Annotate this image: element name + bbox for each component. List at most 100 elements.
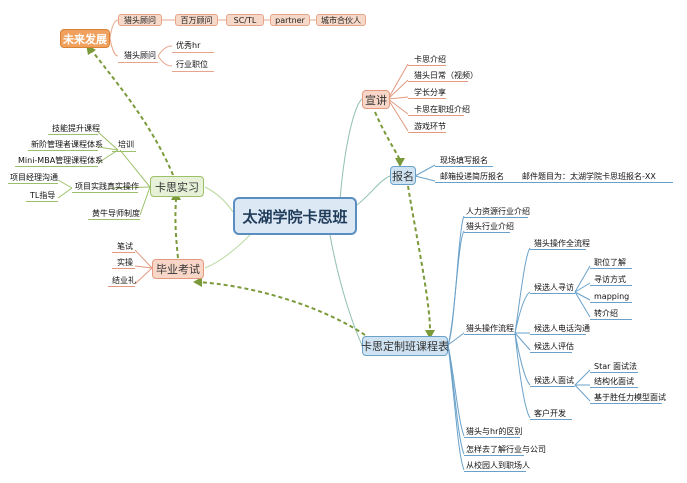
internship-practice-underline <box>72 192 138 193</box>
future-alt-label: 猎头顾问 <box>124 51 156 60</box>
link-course <box>329 234 363 346</box>
interview-item-2: 结构化面试 <box>594 377 634 386</box>
promo-item-3: 学长分享 <box>414 88 446 97</box>
arrow-course <box>425 330 435 339</box>
link-promo-children <box>387 63 409 132</box>
training-child-2-underline <box>28 150 98 151</box>
course-item-5: 怎样去了解行业与公司 <box>466 445 546 454</box>
process-item-1: 猎头操作全流程 <box>534 239 590 248</box>
search-item-1: 职位了解 <box>594 258 626 267</box>
internship-training-underline <box>112 151 136 152</box>
course-node[interactable]: 卡思定制班课程表 <box>361 336 449 356</box>
link-mentor <box>139 186 151 216</box>
future-node[interactable]: 未来发展 <box>60 29 110 48</box>
link-course-process <box>447 332 465 346</box>
interview-item-1-underline <box>590 372 638 373</box>
future-alt-hr: 优秀hr <box>176 41 201 50</box>
promo-node[interactable]: 宣讲 <box>362 90 390 109</box>
link-exam-children <box>134 249 153 285</box>
process-item-5-underline <box>530 386 575 387</box>
flow-promo-to-signup <box>374 111 401 161</box>
arrow-signup <box>395 158 405 167</box>
link-signup <box>356 175 391 206</box>
future-alt-underline <box>118 62 158 63</box>
internship-mentor-underline <box>88 219 140 220</box>
course-item-2: 猎头行业介绍 <box>466 222 514 231</box>
process-item-2: 候选人寻访 <box>534 283 574 292</box>
training-child-3-underline <box>15 166 98 167</box>
signup-onsite: 现场填写报名 <box>440 156 488 165</box>
arrow-exam <box>193 277 202 287</box>
exam-graduation-underline <box>108 286 135 287</box>
signup-email: 邮箱投递简历报名 <box>440 172 504 181</box>
course-item-3-underline <box>464 334 515 335</box>
exam-written-underline <box>112 252 135 253</box>
exam-graduation: 结业礼 <box>112 276 136 285</box>
link-alt-role <box>157 55 173 67</box>
link-course-campus <box>447 344 465 471</box>
process-item-5: 候选人面试 <box>534 376 574 385</box>
process-item-3: 候选人电话沟通 <box>534 324 590 333</box>
practice-child-2: TL指导 <box>30 191 56 200</box>
flow-course-to-exam <box>196 281 366 336</box>
course-item-6: 从校园人到职场人 <box>466 461 530 470</box>
flow-internship-to-future <box>89 47 174 176</box>
link-alt-hr <box>157 45 173 57</box>
central-topic[interactable]: 太湖学院卡思班 <box>233 197 357 235</box>
course-item-2-underline <box>464 232 510 233</box>
future-alt-role: 行业职位 <box>176 60 208 69</box>
practice-child-2-underline <box>26 201 58 202</box>
signup-node[interactable]: 报名 <box>390 166 416 185</box>
process-item-6-underline <box>530 419 572 420</box>
exam-node[interactable]: 毕业考试 <box>152 259 204 279</box>
internship-mentor: 黄牛导师制度 <box>92 209 140 218</box>
future-alt-role-underline <box>172 71 214 72</box>
future-path-4[interactable]: partner <box>270 14 310 26</box>
link-future-alt <box>109 37 119 57</box>
internship-node[interactable]: 卡思实习 <box>150 176 204 197</box>
course-item-5-underline <box>464 455 524 456</box>
practice-child-1-underline <box>8 183 58 184</box>
search-item-3-underline <box>590 302 632 303</box>
training-child-1-underline <box>48 134 98 135</box>
course-item-6-underline <box>464 471 526 472</box>
link-signup-children <box>414 164 436 182</box>
link-course-hh <box>447 230 465 346</box>
practice-child-1: 项目经理沟通 <box>10 173 58 182</box>
link-training <box>119 149 151 188</box>
training-child-2: 新阶管理者课程体系 <box>31 140 103 149</box>
promo-item-1: 卡思介绍 <box>414 55 446 64</box>
future-path-2[interactable]: 百万顾问 <box>175 14 218 26</box>
future-path-1[interactable]: 猎头顾问 <box>118 14 162 26</box>
search-item-2: 寻访方式 <box>594 275 626 284</box>
search-item-4: 转介绍 <box>594 309 618 318</box>
link-practice-children <box>57 179 73 199</box>
promo-item-2: 猎头日常（视频） <box>414 71 478 80</box>
signup-email-note-underline <box>501 182 673 183</box>
signup-email-note: 邮件题目为：太湖学院卡思班报名-XX <box>522 172 656 181</box>
course-item-1-underline <box>464 217 528 218</box>
process-item-3-underline <box>530 334 586 335</box>
process-item-4-underline <box>530 352 572 353</box>
course-item-3: 猎头操作流程 <box>466 324 514 333</box>
link-process-children <box>514 247 531 419</box>
link-exam <box>204 234 251 269</box>
process-item-4: 候选人评估 <box>534 342 574 351</box>
search-item-4-underline <box>590 319 632 320</box>
promo-item-4-underline <box>408 115 464 116</box>
promo-item-1-underline <box>408 65 446 66</box>
interview-item-3-underline <box>590 403 662 404</box>
link-training-children <box>97 131 119 164</box>
flow-exam-to-internship <box>174 199 179 259</box>
future-path-3[interactable]: SC/TL <box>226 14 264 26</box>
search-item-1-underline <box>590 268 632 269</box>
exam-written: 笔试 <box>117 242 133 251</box>
link-interview-children <box>574 369 591 402</box>
exam-practical: 实操 <box>117 258 133 267</box>
future-path-5[interactable]: 城市合伙人 <box>316 14 366 26</box>
process-item-2-underline <box>530 293 575 294</box>
course-item-1: 人力资源行业介绍 <box>466 207 530 216</box>
promo-item-2-underline <box>408 81 468 82</box>
link-promo <box>339 98 363 201</box>
